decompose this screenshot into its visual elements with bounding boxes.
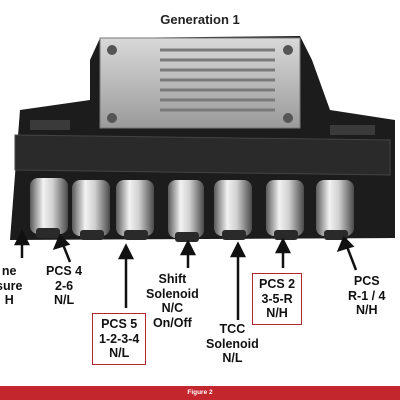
label-shift-solenoid: Shift Solenoid N/C On/Off	[146, 272, 199, 330]
label-shift-line3: N/C	[161, 301, 184, 315]
label-shift-line2: Solenoid	[146, 286, 199, 301]
label-line-pressure-line3: H	[4, 293, 14, 307]
label-pcs2: PCS 2 3-5-R N/H	[252, 273, 303, 325]
label-tcc-solenoid: TCC Solenoid N/L	[206, 322, 259, 366]
label-tcc-line2: Solenoid	[206, 336, 259, 351]
label-line-pressure-line2: sure	[0, 278, 23, 293]
label-pcs5: PCS 5 1-2-3-4 N/L	[92, 313, 147, 365]
label-pcs5-line3: N/L	[109, 346, 130, 360]
label-pcs2-line3: N/H	[266, 306, 288, 320]
label-pcs4-line3: N/L	[54, 293, 75, 307]
label-shift-line1: Shift	[158, 272, 187, 286]
label-pcs-r14-line1: PCS	[353, 274, 380, 288]
label-pcs2-line2: 3-5-R	[261, 291, 293, 306]
label-tcc-line3: N/L	[222, 351, 243, 365]
label-pcs5-line1: PCS 5	[101, 317, 138, 331]
label-pcs-r14-line2: R-1 / 4	[348, 288, 386, 303]
label-pcs2-line1: PCS 2	[259, 277, 296, 291]
footer-caption: Figure 2	[187, 389, 213, 396]
label-tcc-line1: TCC	[219, 322, 246, 336]
label-pcs-r14: PCS R-1 / 4 N/H	[348, 274, 386, 318]
label-pcs4-line1: PCS 4	[46, 264, 83, 278]
label-line-pressure-line1: ne	[1, 264, 17, 278]
label-shift-line4: On/Off	[152, 315, 192, 330]
label-pcs5-line2: 1-2-3-4	[99, 331, 140, 346]
footer-bar: Figure 2	[0, 386, 400, 400]
figure-title: Generation 1	[160, 12, 240, 27]
label-pcs4-line2: 2-6	[55, 278, 74, 293]
label-pcs4: PCS 4 2-6 N/L	[46, 264, 82, 308]
label-line-pressure: ne sure H	[0, 264, 22, 308]
label-pcs-r14-line3: N/H	[355, 303, 378, 317]
